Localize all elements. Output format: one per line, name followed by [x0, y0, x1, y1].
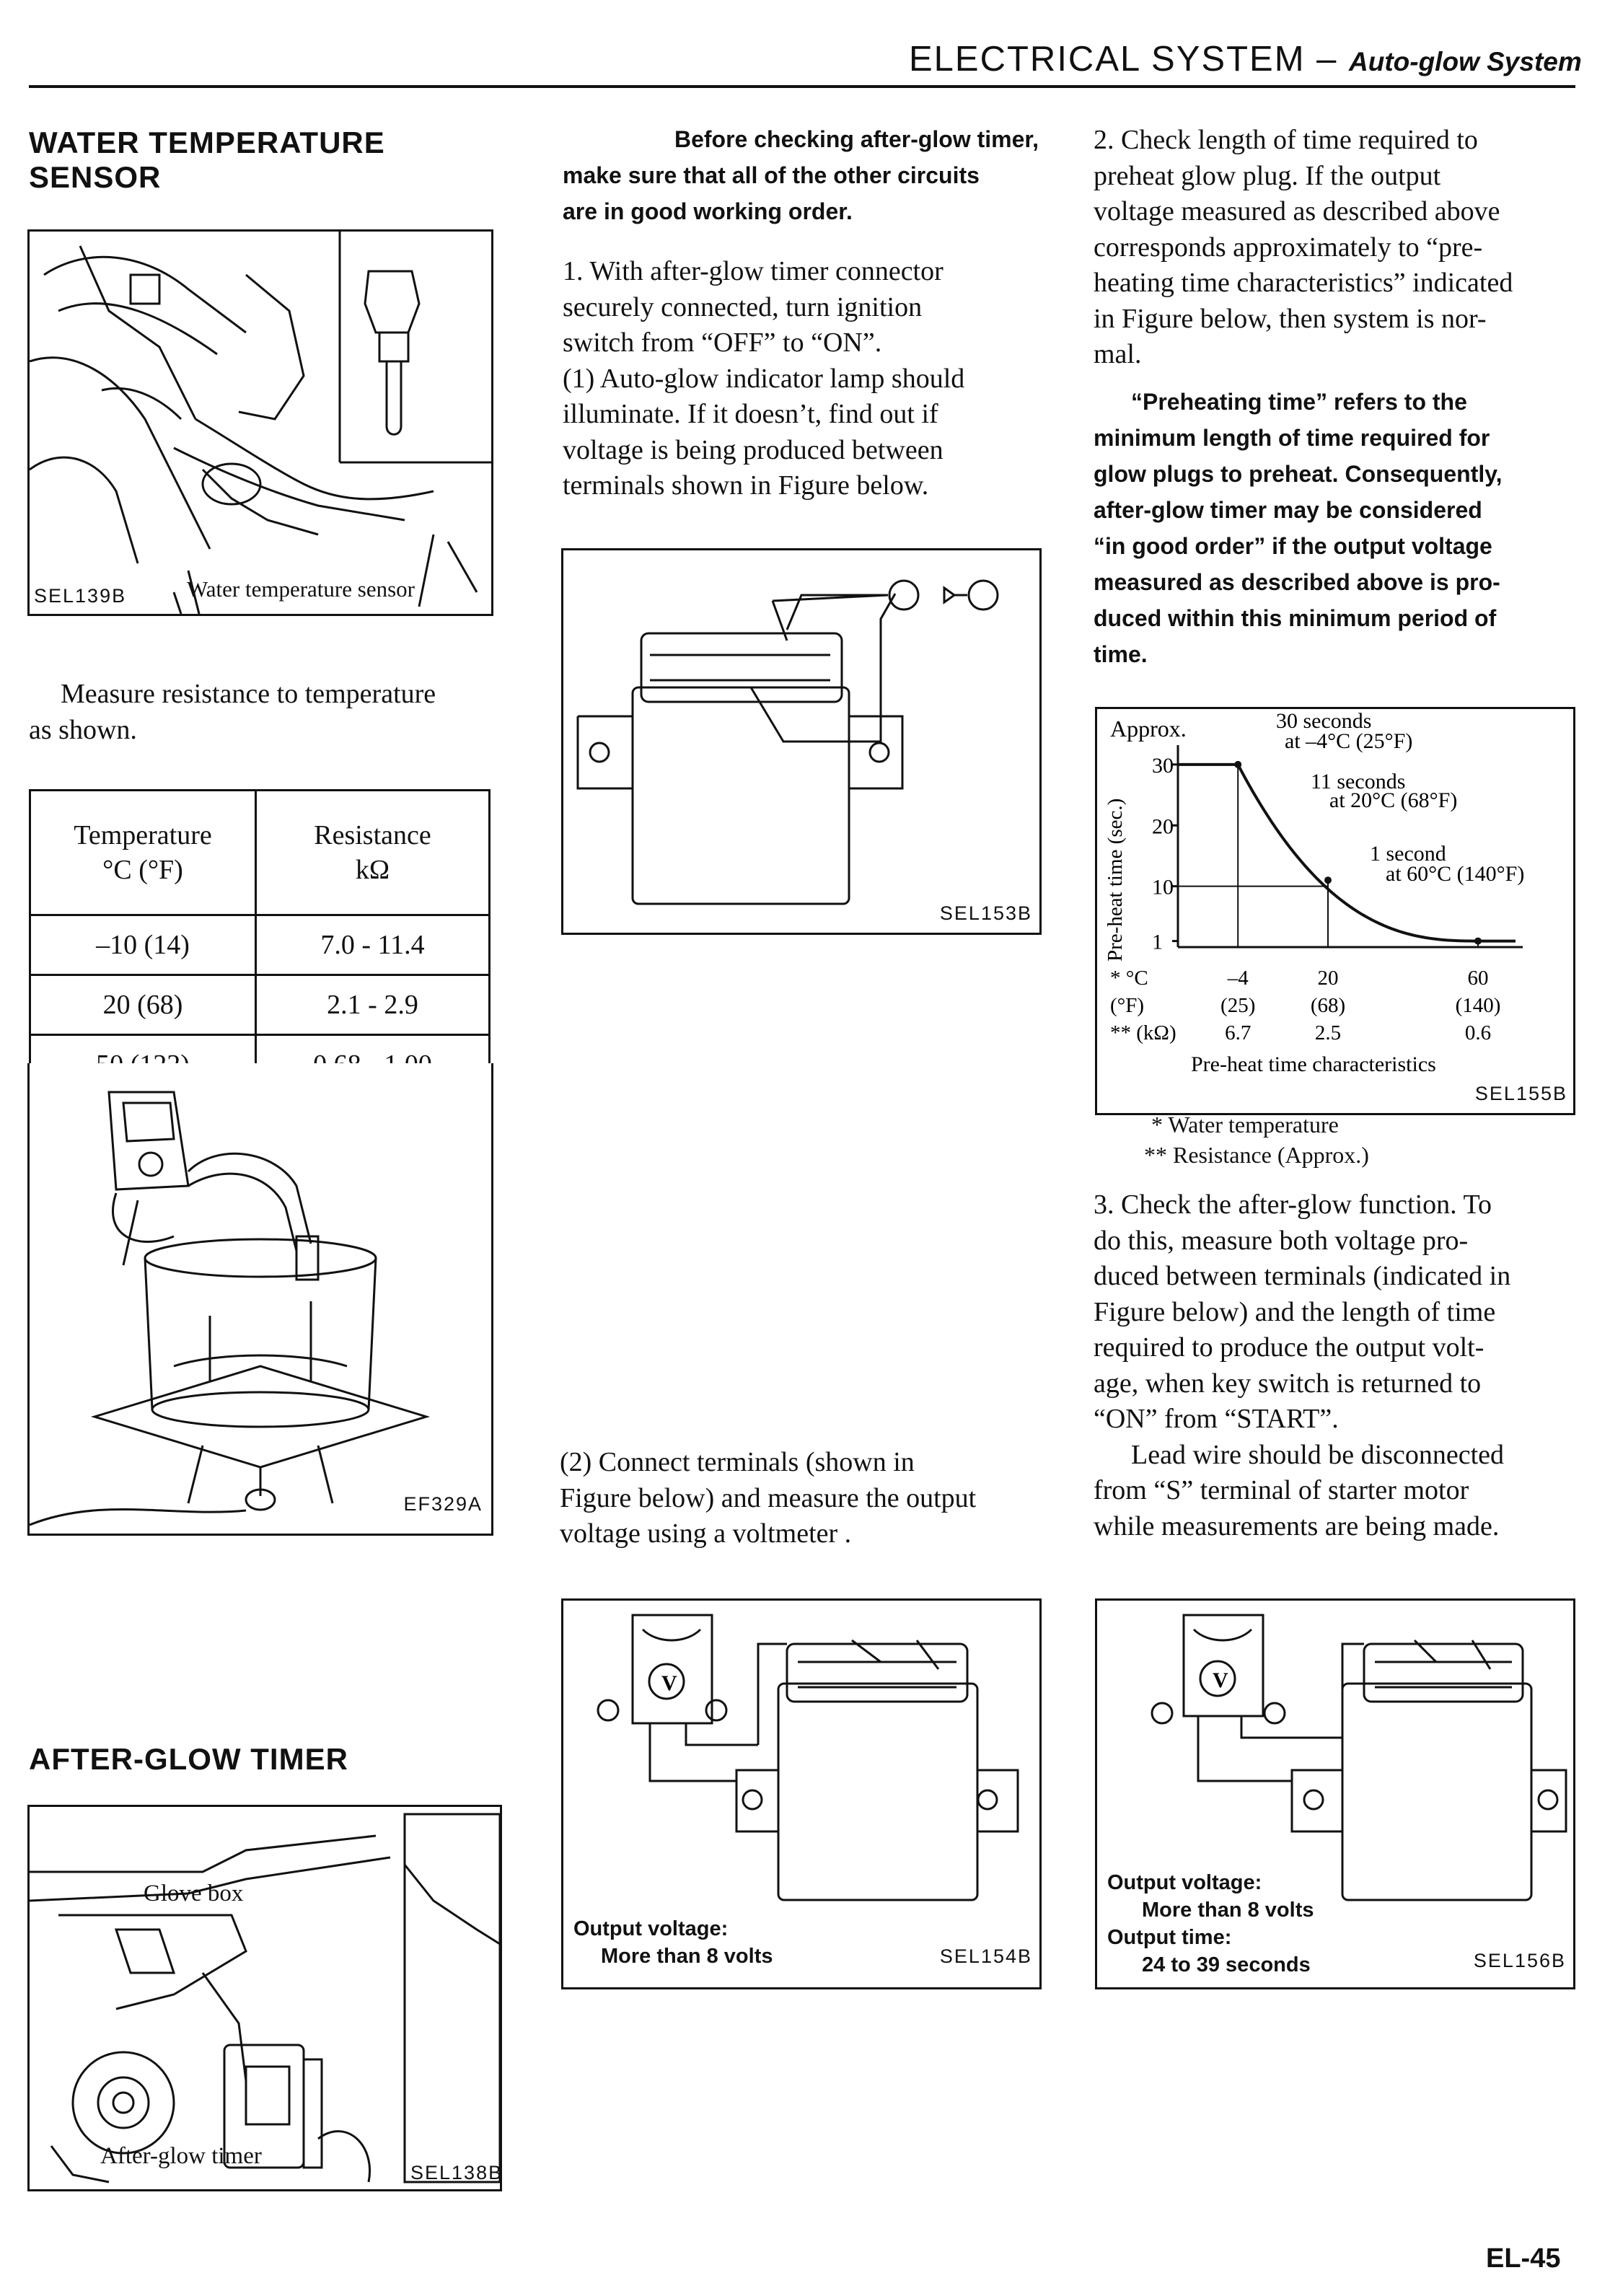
header-temperature: Temperature°C (°F) [29, 789, 257, 916]
svg-text:V: V [661, 1671, 677, 1695]
voltmeter-diagram: V [597, 1614, 1019, 1901]
chart-x-tick-label: 20 [1318, 967, 1339, 990]
section-title-water-sensor: WATER TEMPERATURE SENSOR [29, 126, 385, 194]
chart-x-tick-label: (140) [1456, 994, 1501, 1017]
chart-y-ticks: 30 20 10 1 [1152, 754, 1178, 954]
ohmmeter-beaker-illustration [29, 1091, 431, 1526]
chart-axes [1176, 745, 1523, 949]
chart-x-row-label: ** (kΩ) [1110, 1021, 1176, 1044]
page-header: ELECTRICAL SYSTEM – Auto-glow System [909, 40, 1582, 79]
label-glove-box: Glove box [144, 1881, 244, 1906]
chart-x-rows: * °C –4 20 60 (°F) (25) (68) (140) ** (kΩ) 6.7 2.5… [1110, 967, 1500, 1044]
chart-x-tick-label: (68) [1311, 994, 1345, 1017]
header-sub: Auto-glow System [1349, 47, 1582, 76]
chart-footnotes: * Water temperature ** Resistance (Appro… [1144, 1112, 1369, 1168]
chart-x-tick-label: 6.7 [1225, 1021, 1251, 1044]
chart-annotation-line2: at 60°C (140°F) [1386, 862, 1524, 886]
fig3-output-text: Output voltage: More than 8 volts Output… [1107, 1871, 1314, 1976]
chart-annotation-line1: 30 seconds [1276, 709, 1371, 733]
figure-code: EF329A [403, 1493, 483, 1515]
chart-annotation-line1: 1 second [1370, 842, 1446, 866]
chart-x-tick-label: –4 [1227, 967, 1249, 990]
measure-text: Measure resistance to temperature as sho… [29, 679, 436, 745]
chart-ylabel: Pre-heat time (sec.) [1104, 799, 1127, 962]
step1-text: 1. With after-glow timer connector secur… [563, 256, 965, 501]
preheating-note: “Preheating time” refers to the minimum … [1094, 389, 1503, 667]
table-row: –10 (14)7.0 - 11.4 [29, 914, 491, 976]
figure-water-temp-sensor: SEL139B Water temperature sensor [27, 229, 493, 616]
chart-y-tick-label: 10 [1152, 876, 1174, 900]
engine-bay-illustration [29, 232, 491, 615]
figure-resistance-measurement: EF329A [27, 1063, 493, 1536]
chart-x-row-label: * °C [1110, 967, 1148, 990]
intro-warning: Before checking after-glow timer, make s… [563, 126, 1039, 224]
figure-code: SEL138B [410, 2162, 503, 2183]
label-after-glow-timer: After-glow timer [100, 2143, 262, 2169]
dashboard-illustration [29, 1813, 501, 2183]
svg-text:V: V [1213, 1668, 1228, 1692]
figure-code: SEL154B [939, 1945, 1032, 1967]
figure-after-glow-timer-location: Glove box After-glow timer SEL138B [27, 1805, 502, 2191]
chart-guides [1178, 760, 1482, 947]
chart-approx-label: Approx. [1110, 716, 1187, 742]
chart-preheat-time: Approx. Pre-heat time (sec.) 30 20 10 1 30 … [1095, 707, 1575, 1115]
figure-output-voltage-check: V Output voltage: More than 8 volts SEL1… [561, 1598, 1042, 1989]
chart-x-row-label: (°F) [1110, 994, 1144, 1017]
chart-annotation-line1: 11 seconds [1311, 770, 1405, 793]
chart-x-tick-label: 2.5 [1315, 1021, 1341, 1044]
figure-after-glow-function-check: V Output voltage: More than 8 volts Outp… [1095, 1598, 1575, 1989]
step1-2-text: (2) Connect terminals (shown in Figure b… [560, 1447, 977, 1549]
chart-point [1324, 876, 1332, 884]
header-main: ELECTRICAL SYSTEM [909, 40, 1306, 79]
chart-code: SEL155B [1474, 1083, 1567, 1104]
chart-y-tick-label: 30 [1152, 754, 1174, 778]
chart-series-line [1178, 762, 1516, 943]
section-title-after-glow: AFTER-GLOW TIMER [29, 1742, 348, 1776]
fig2-output-text: Output voltage: More than 8 volts [573, 1917, 773, 1968]
chart-annotation-line2: at –4°C (25°F) [1285, 729, 1412, 753]
header-rule [29, 85, 1575, 88]
voltmeter-diagram-2: V [1151, 1614, 1567, 1901]
figure-indicator-lamp-check: SEL153B [561, 548, 1042, 935]
figure-code: SEL153B [939, 902, 1032, 924]
page-number: EL-45 [1486, 2243, 1561, 2274]
timer-lamp-diagram [576, 579, 999, 905]
figure-caption: Water temperature sensor [187, 576, 415, 602]
chart-x-tick-label: 0.6 [1465, 1021, 1491, 1044]
chart-y-tick-label: 1 [1152, 931, 1163, 954]
chart-x-tick-label: 60 [1468, 967, 1489, 990]
figure-code: SEL156B [1473, 1950, 1566, 1971]
chart-title: Pre-heat time characteristics [1191, 1052, 1436, 1076]
figure-code: SEL139B [34, 585, 127, 607]
step2-text: 2. Check length of time required to preh… [1094, 125, 1513, 369]
chart-x-tick-label: (25) [1220, 994, 1255, 1017]
preheat-chart-svg: Approx. Pre-heat time (sec.) 30 20 10 1 30 … [1104, 709, 1524, 1076]
table-row: 20 (68)2.1 - 2.9 [29, 974, 491, 1036]
chart-y-tick-label: 20 [1152, 814, 1174, 838]
chart-annotation-line2: at 20°C (68°F) [1329, 788, 1457, 812]
step3-text: 3. Check the after-glow function. To do … [1094, 1189, 1511, 1541]
